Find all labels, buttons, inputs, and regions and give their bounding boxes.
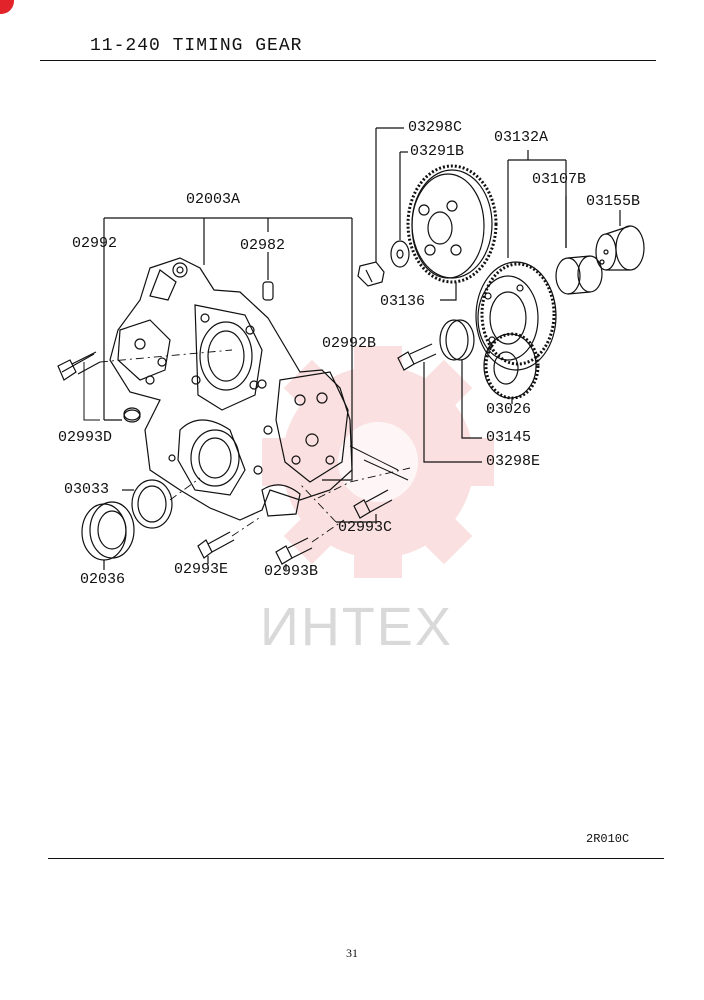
plate-03155B <box>595 210 645 271</box>
footer-rule <box>48 858 664 859</box>
washer-03291B <box>390 151 410 268</box>
label-02003A: 02003A <box>186 191 241 208</box>
front-seal-03033 <box>122 479 173 529</box>
label-02993B: 02993B <box>264 563 319 580</box>
label-02992: 02992 <box>72 235 118 252</box>
idler-gear-03136 <box>406 164 498 301</box>
label-02993D: 02993D <box>58 429 113 446</box>
label-03298C: 03298C <box>408 119 463 136</box>
gear-03132A <box>475 261 557 371</box>
label-02036: 02036 <box>80 571 126 588</box>
dowel-pin-02982 <box>262 252 274 301</box>
shaft-03145 <box>439 319 482 439</box>
oil-seal-02036 <box>81 501 135 570</box>
bolt-03298C <box>357 127 404 287</box>
bolt-02993E <box>197 515 263 564</box>
label-03145: 03145 <box>486 429 532 446</box>
bolt-02993C <box>299 467 411 523</box>
label-03132A: 03132A <box>494 129 549 146</box>
label-03033: 03033 <box>64 481 110 498</box>
bolt-02993B <box>275 519 345 570</box>
label-02993C: 02993C <box>338 519 393 536</box>
label-03026: 03026 <box>486 401 532 418</box>
label-03155B: 03155B <box>586 193 641 210</box>
page-number: 31 <box>346 946 358 960</box>
label-03107B: 03107B <box>532 171 587 188</box>
watermark-text: ИНТЕХ <box>260 597 453 657</box>
leader-03132A <box>507 150 567 258</box>
label-03298E: 03298E <box>486 453 541 470</box>
gear-03026 <box>483 332 540 404</box>
label-02992B: 02992B <box>322 335 377 352</box>
label-03136: 03136 <box>380 293 426 310</box>
leader-02003A <box>103 217 353 481</box>
label-02993E: 02993E <box>174 561 229 578</box>
bolt-02992 <box>57 349 233 421</box>
plug-02993D <box>123 407 141 423</box>
header-rule <box>40 60 656 61</box>
timing-case-housing <box>109 257 353 521</box>
diagram-code: 2R010C <box>586 832 630 846</box>
label-03291B: 03291B <box>410 143 465 160</box>
bolt-03298E <box>397 343 482 463</box>
label-02982: 02982 <box>240 237 286 254</box>
bushing-03107B <box>555 196 603 295</box>
page-title: 11-240 TIMING GEAR <box>90 36 303 56</box>
